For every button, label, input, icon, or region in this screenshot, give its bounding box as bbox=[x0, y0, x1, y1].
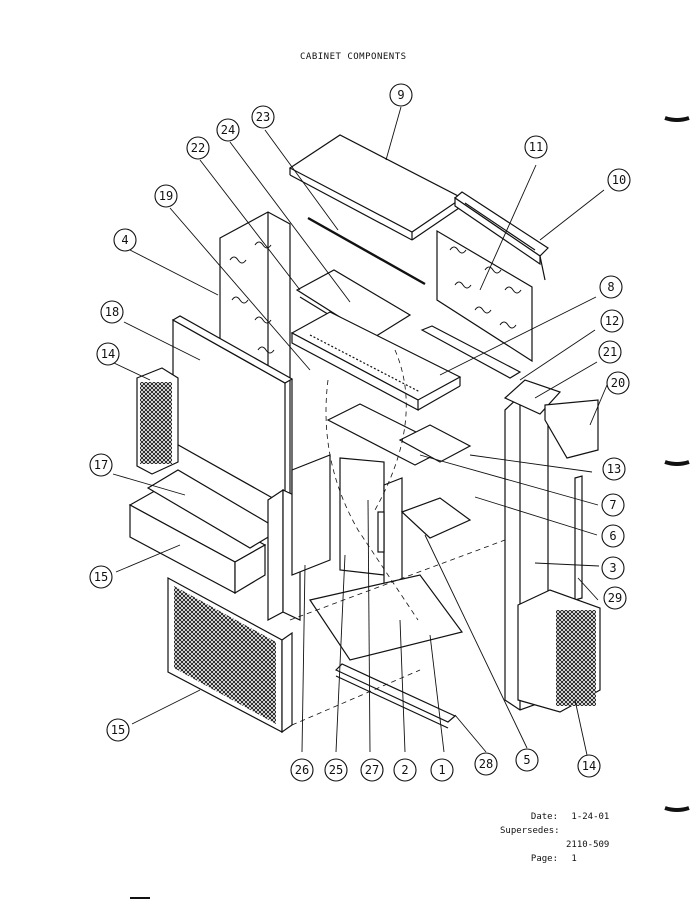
callout-circle bbox=[600, 309, 624, 333]
callout-circle bbox=[251, 105, 275, 129]
callout-circle bbox=[515, 748, 539, 772]
callout-label: 26 bbox=[295, 763, 309, 777]
callout-circle bbox=[603, 586, 627, 610]
meta-page-value: 1 bbox=[571, 854, 577, 864]
meta-supersedes-label: Supersedes: bbox=[500, 826, 560, 836]
callout-circle bbox=[89, 453, 113, 477]
callout-circle bbox=[577, 754, 601, 778]
callout-label: 7 bbox=[609, 498, 616, 512]
callout-circle bbox=[599, 275, 623, 299]
callout-circle bbox=[601, 556, 625, 580]
callout-circle bbox=[186, 136, 210, 160]
callout-label: 4 bbox=[121, 233, 128, 247]
callout-circle bbox=[360, 758, 384, 782]
callout-circle bbox=[430, 758, 454, 782]
callout-circle bbox=[606, 371, 630, 395]
callout-label: 12 bbox=[605, 314, 619, 328]
meta-supersedes: Supersedes: bbox=[500, 826, 566, 836]
part-base-pan bbox=[309, 574, 464, 661]
callout-circle bbox=[290, 758, 314, 782]
callout-label: 1 bbox=[438, 763, 445, 777]
callout-circle bbox=[100, 300, 124, 324]
callout-label: 22 bbox=[191, 141, 205, 155]
callout-label: 29 bbox=[608, 591, 622, 605]
meta-date: Date: 1-24-01 bbox=[500, 812, 609, 822]
meta-date-value: 1-24-01 bbox=[571, 812, 610, 822]
callout-label: 10 bbox=[612, 173, 626, 187]
callout-circle bbox=[106, 718, 130, 742]
part-center-partition bbox=[267, 454, 472, 621]
part-left-grille bbox=[136, 367, 179, 475]
callout-label: 9 bbox=[397, 88, 404, 102]
callout-label: 19 bbox=[159, 189, 173, 203]
callout-label: 20 bbox=[611, 376, 625, 390]
callout-label: 13 bbox=[607, 462, 621, 476]
leader-lines bbox=[112, 106, 608, 756]
callout-circle bbox=[96, 342, 120, 366]
meta-doc-number: 2110-509 bbox=[566, 840, 610, 850]
part-drain-pan bbox=[290, 311, 462, 411]
callout-circle bbox=[598, 340, 622, 364]
part-insulation-panel-rear bbox=[436, 229, 533, 363]
alignment-lines bbox=[289, 349, 506, 726]
callout-label: 17 bbox=[94, 458, 108, 472]
part-cover-plate bbox=[544, 399, 599, 459]
callout-label: 24 bbox=[221, 123, 235, 137]
callout-label: 27 bbox=[365, 763, 379, 777]
callout-label: 21 bbox=[603, 345, 617, 359]
meta-date-label: Date: bbox=[530, 812, 558, 822]
callout-circle bbox=[524, 135, 548, 159]
part-top-panel bbox=[288, 134, 464, 241]
callout-circle bbox=[393, 758, 417, 782]
part-front-grille bbox=[167, 576, 293, 734]
callout-label: 5 bbox=[523, 753, 530, 767]
meta-page: Page: 1 bbox=[500, 854, 577, 864]
part-bracket bbox=[454, 191, 549, 281]
callout-label: 15 bbox=[111, 723, 125, 737]
callout-circle bbox=[602, 457, 626, 481]
callout-label: 14 bbox=[101, 347, 115, 361]
callout-circle bbox=[324, 758, 348, 782]
callout-label: 8 bbox=[607, 280, 614, 294]
part-right-grille bbox=[517, 589, 601, 713]
callout-circle bbox=[601, 493, 625, 517]
callout-label: 2 bbox=[401, 763, 408, 777]
diagram-title: CABINET COMPONENTS bbox=[300, 52, 407, 62]
callout-circle bbox=[607, 168, 631, 192]
callout-circle bbox=[601, 524, 625, 548]
callout-circle bbox=[474, 752, 498, 776]
part-control-box bbox=[128, 487, 267, 595]
callout-circle bbox=[154, 184, 178, 208]
callout-label: 23 bbox=[256, 110, 270, 124]
callout-circle bbox=[389, 83, 413, 107]
callout-label: 6 bbox=[609, 529, 616, 543]
callout-circle bbox=[113, 228, 137, 252]
callout-label: 15 bbox=[94, 570, 108, 584]
part-rod bbox=[307, 216, 426, 286]
callout-circle bbox=[216, 118, 240, 142]
callout-circle bbox=[89, 565, 113, 589]
callout-label: 18 bbox=[105, 305, 119, 319]
part-lower-plates bbox=[326, 403, 472, 466]
meta-page-label: Page: bbox=[530, 854, 558, 864]
callout-label: 11 bbox=[529, 140, 543, 154]
callout-label: 3 bbox=[609, 561, 616, 575]
callout-label: 14 bbox=[582, 759, 596, 773]
callout-label: 25 bbox=[329, 763, 343, 777]
callout-group: 9232422194181417151110812212013763291415… bbox=[89, 83, 631, 782]
callout-label: 28 bbox=[479, 757, 493, 771]
part-strap bbox=[574, 475, 583, 601]
part-channel bbox=[420, 325, 522, 379]
